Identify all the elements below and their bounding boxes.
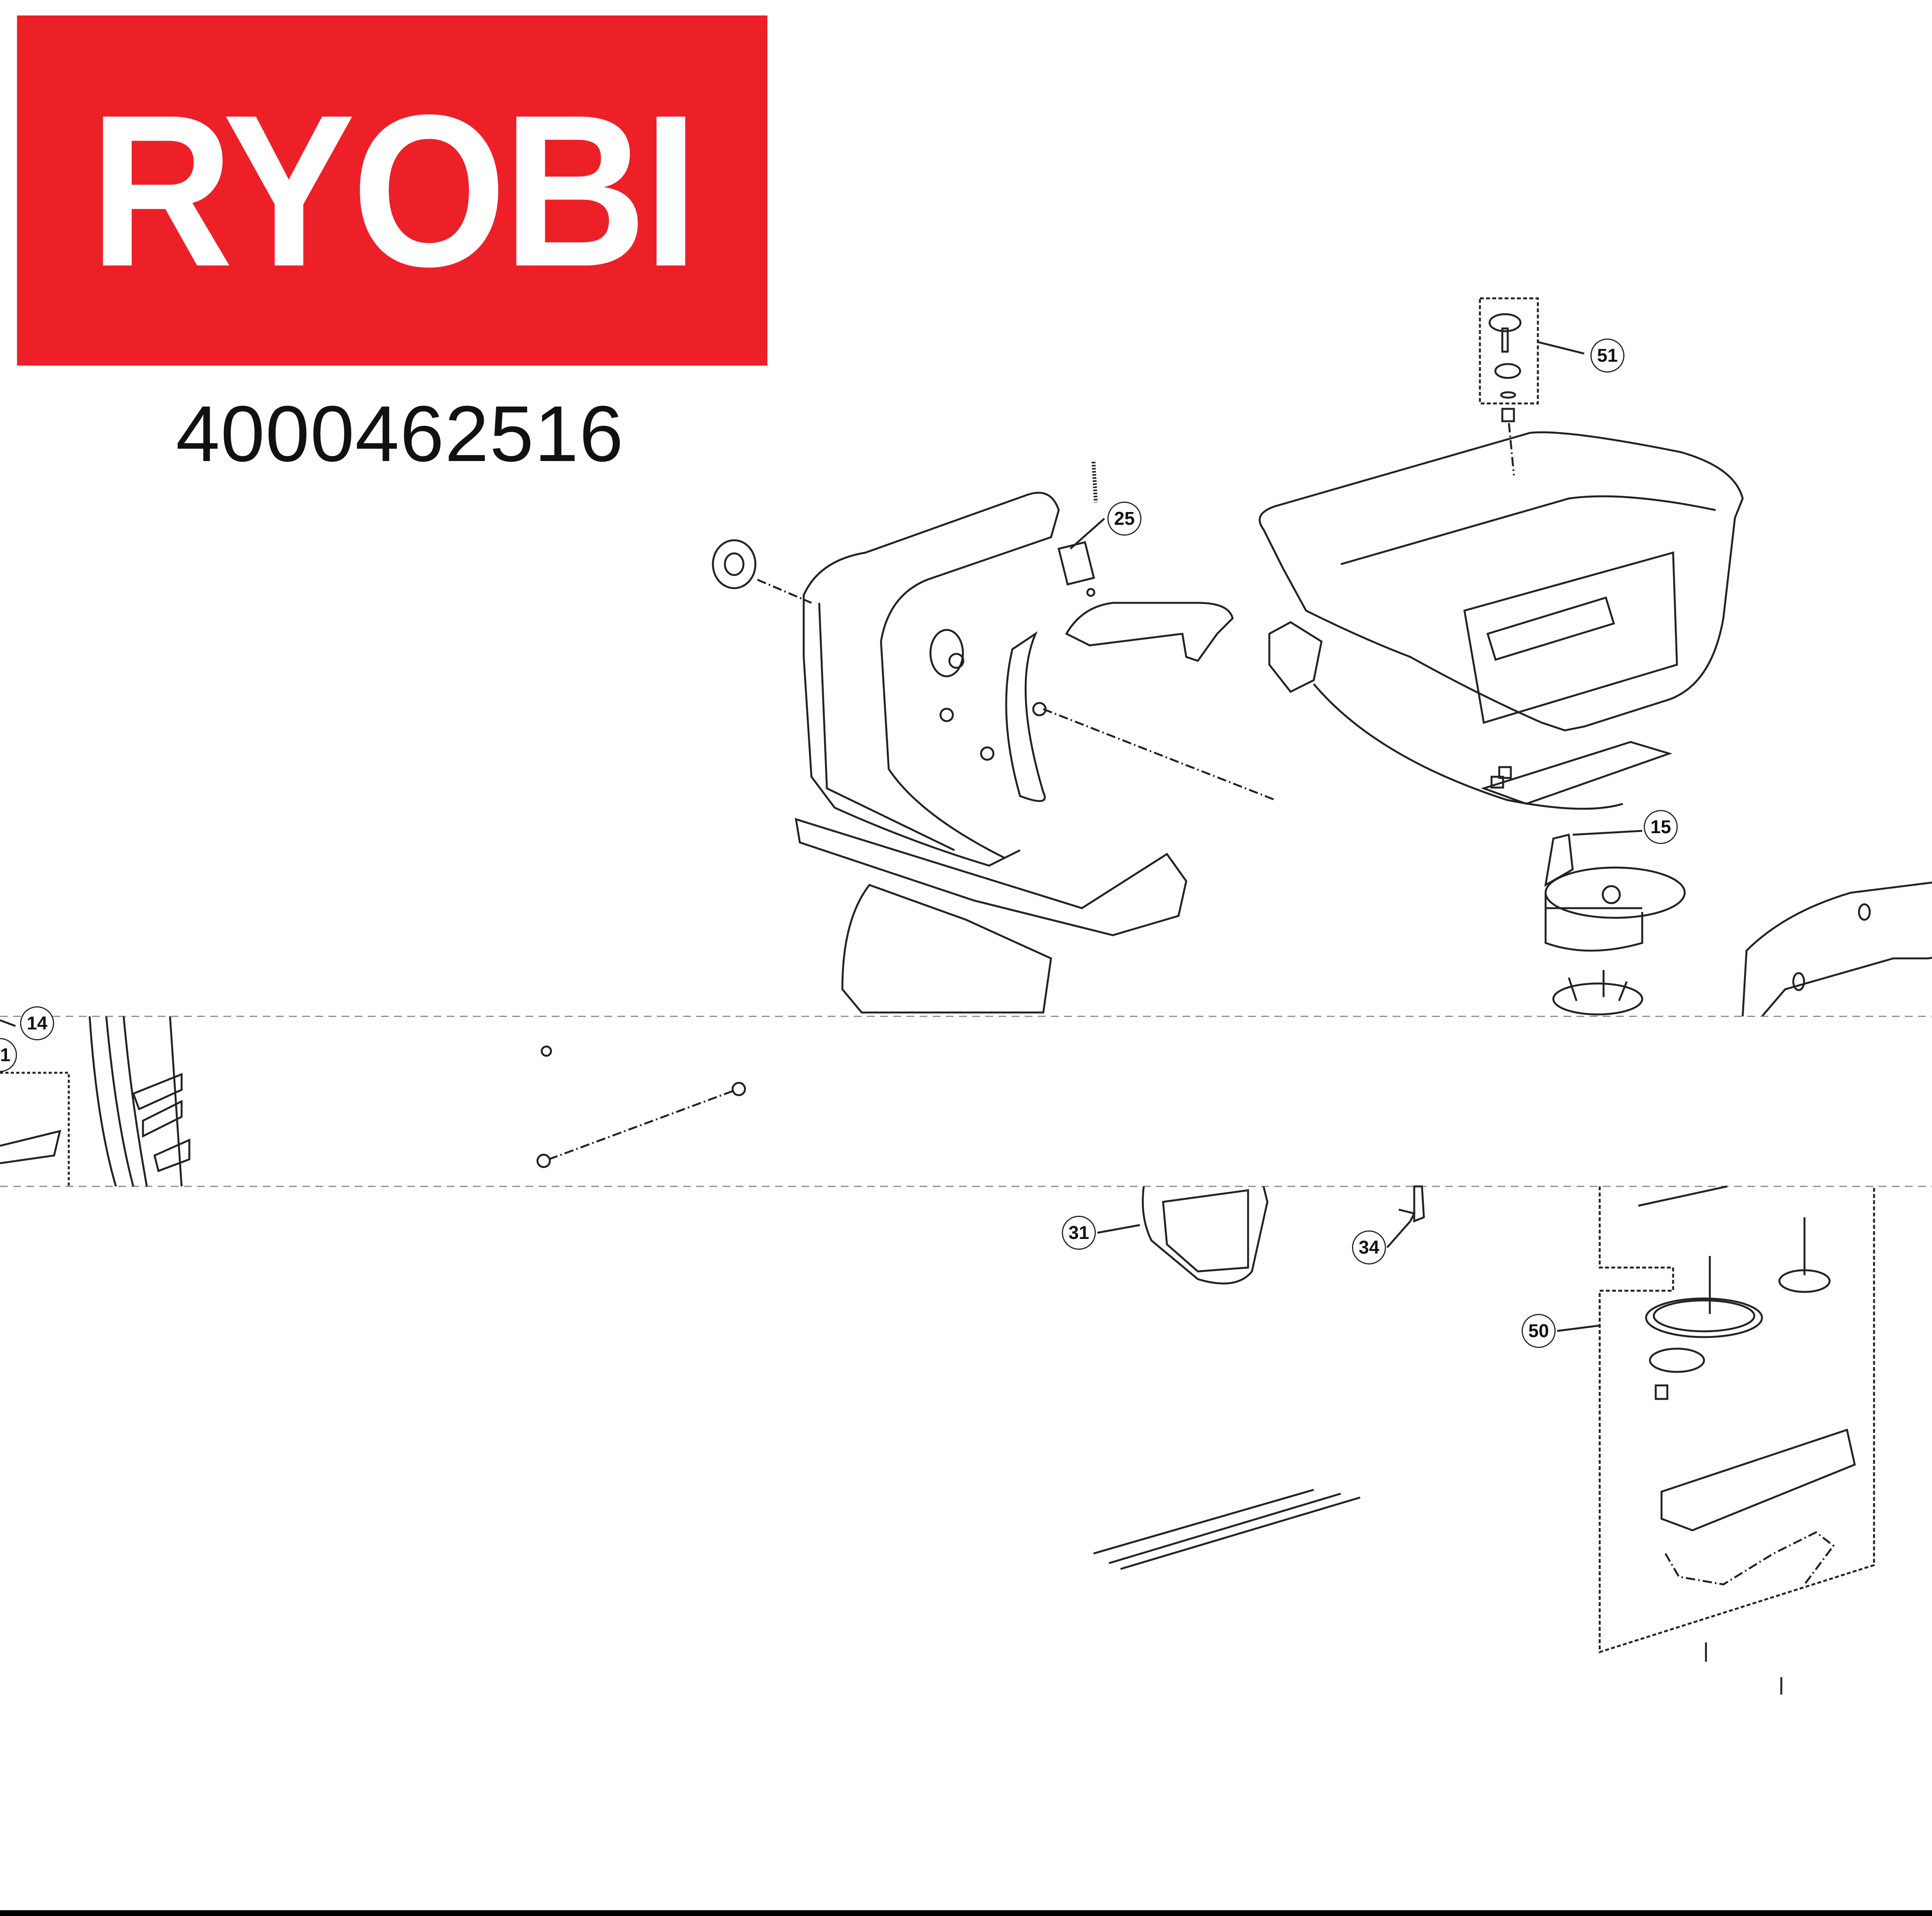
left-edge-parts [0,1016,190,1187]
callout-50: 50 [1522,1314,1556,1348]
terminal-34 [1386,1185,1425,1248]
adjust-wheel [929,629,964,677]
spring [1092,461,1098,503]
battery-cover-31 [1097,1186,1269,1285]
lever [1005,631,1276,802]
callout-label: 25 [1114,508,1135,529]
knob [712,539,812,604]
callout-34: 34 [1352,1230,1386,1264]
wires [1093,1489,1361,1570]
agitator-15 [1544,830,1686,952]
torsion-springs [939,708,995,761]
callout-31: 31 [1062,1216,1096,1250]
screws-mid [536,1045,746,1168]
battery-terminal [1268,621,1673,810]
switch-25 [1057,518,1105,597]
callout-label: 14 [27,1013,48,1034]
bottom-border-bar [0,1910,1932,1916]
spinner-disc [1552,970,1643,1016]
handle-grip [1742,881,1932,1017]
callout-label: 51 [1597,345,1618,366]
callout-label: 50 [1528,1320,1549,1341]
callout-label: 34 [1359,1237,1379,1258]
callout-25: 25 [1107,502,1141,536]
nuts [1490,766,1512,789]
part-number: 4000462516 [176,390,624,478]
gearbox-kit-50 [1557,1185,1875,1654]
ryobi-logo: RYOBI [17,15,767,366]
callout-51: 51 [1590,339,1624,373]
handle-top [1065,602,1234,662]
callout-15: 15 [1644,810,1678,844]
left-housing [794,492,1187,1014]
callout-label: 1 [0,1045,10,1065]
logo-text: RYOBI [89,70,699,311]
hopper [1259,431,1744,732]
gearbox-screws [1664,1531,1835,1695]
shaft-kit-51 [1479,297,1585,476]
callout-label: 15 [1650,817,1671,837]
callout-label: 31 [1068,1222,1089,1243]
callout-14: 14 [20,1006,54,1040]
